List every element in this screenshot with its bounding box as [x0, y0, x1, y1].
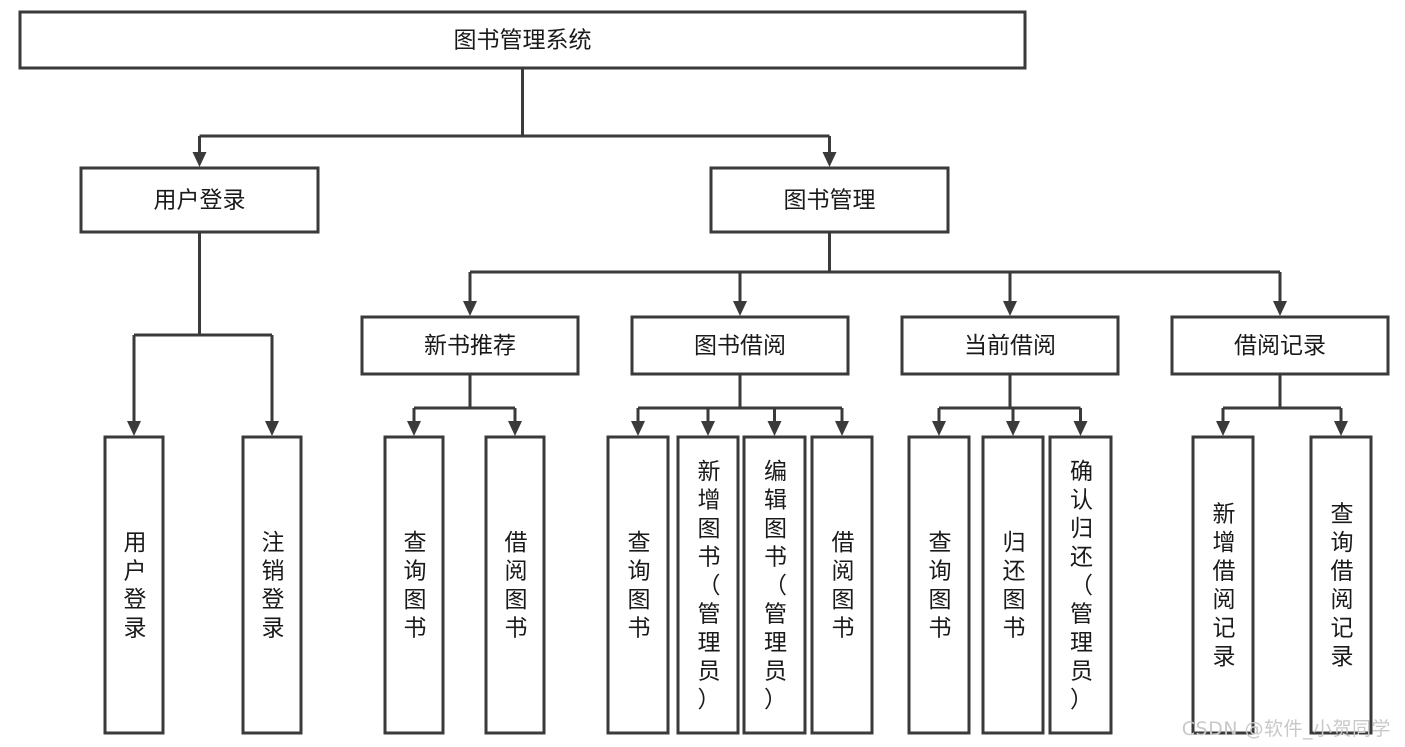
node-label: 归还图书 [1003, 530, 1026, 642]
node-current-borrow[interactable]: 当前借阅 [900, 315, 1120, 376]
arrow-head-icon [835, 421, 849, 436]
node-label: 查询借阅记录 [1331, 502, 1354, 671]
node-box [1170, 315, 1390, 376]
node-leaf-user-login[interactable]: 用户登录 [103, 435, 165, 735]
node-box [630, 315, 850, 376]
arrow-head-icon [1216, 421, 1230, 436]
node-box [810, 435, 874, 735]
node-label: 确认归还（管理员） [1070, 459, 1093, 713]
arrow-head-icon [1273, 301, 1287, 316]
node-boxes: 图书管理系统用户登录图书管理新书推荐图书借阅当前借阅借阅记录用户登录注销登录查询… [18, 10, 1390, 735]
arrow-head-icon [1006, 421, 1020, 436]
node-label: 图书管理 [784, 188, 876, 214]
node-box [709, 166, 950, 234]
node-label: 借阅图书 [832, 530, 855, 642]
node-leaf-edit-book-admin[interactable]: 编辑图书（管理员） [742, 435, 807, 735]
node-box [1191, 435, 1255, 735]
node-box [606, 435, 670, 735]
node-box [742, 435, 807, 735]
node-label: 新增图书（管理员） [698, 459, 721, 713]
arrow-head-icon [463, 301, 477, 316]
node-box [1309, 435, 1373, 735]
node-leaf-add-book-admin[interactable]: 新增图书（管理员） [676, 435, 740, 735]
arrow-head-icon [508, 421, 522, 436]
node-label: 借阅图书 [505, 530, 528, 642]
node-label: 新书推荐 [424, 333, 516, 359]
node-new-book-recommend[interactable]: 新书推荐 [360, 315, 580, 376]
node-book-management[interactable]: 图书管理 [709, 166, 950, 234]
node-label: 当前借阅 [964, 333, 1056, 359]
node-leaf-add-borrow-record[interactable]: 新增借阅记录 [1191, 435, 1255, 735]
arrow-head-icon [701, 421, 715, 436]
arrow-head-icon [192, 152, 207, 167]
arrow-head-icon [932, 421, 946, 436]
node-book-borrow[interactable]: 图书借阅 [630, 315, 850, 376]
node-box [907, 435, 971, 735]
arrow-head-icon [822, 152, 837, 167]
node-leaf-query-book-current[interactable]: 查询图书 [907, 435, 971, 735]
node-leaf-confirm-return-admin[interactable]: 确认归还（管理员） [1048, 435, 1113, 735]
arrow-head-icon [631, 421, 645, 436]
node-leaf-query-book-borrow[interactable]: 查询图书 [606, 435, 670, 735]
arrow-head-icon [265, 421, 279, 436]
node-leaf-return-book[interactable]: 归还图书 [981, 435, 1045, 735]
arrow-head-icon [733, 301, 747, 316]
node-label: 图书管理系统 [454, 28, 592, 54]
arrow-head-icon [407, 421, 421, 436]
node-leaf-logout-login[interactable]: 注销登录 [241, 435, 303, 735]
node-box [484, 435, 546, 735]
node-label: 新增借阅记录 [1213, 502, 1236, 671]
node-box [360, 315, 580, 376]
node-borrow-record[interactable]: 借阅记录 [1170, 315, 1390, 376]
node-box [981, 435, 1045, 735]
node-box [79, 166, 320, 234]
node-leaf-query-borrow-record[interactable]: 查询借阅记录 [1309, 435, 1373, 735]
arrow-head-icon [1073, 421, 1088, 436]
arrow-head-icon [1334, 421, 1348, 436]
node-leaf-borrow-book-rec[interactable]: 借阅图书 [484, 435, 546, 735]
node-box [900, 315, 1120, 376]
node-label: 图书借阅 [694, 333, 786, 359]
node-label: 查询图书 [929, 530, 952, 642]
node-leaf-borrow-book[interactable]: 借阅图书 [810, 435, 874, 735]
node-box [1048, 435, 1113, 735]
node-label: 查询图书 [404, 530, 427, 642]
node-box [18, 10, 1027, 70]
arrow-head-icon [127, 421, 141, 436]
node-root[interactable]: 图书管理系统 [18, 10, 1027, 70]
connector-lines [127, 68, 1348, 436]
node-label: 用户登录 [154, 188, 246, 214]
node-box [241, 435, 303, 735]
node-box [383, 435, 445, 735]
arrow-head-icon [1003, 301, 1017, 316]
node-label: 查询图书 [628, 530, 651, 642]
node-label: 用户登录 [124, 530, 147, 642]
node-label: 编辑图书（管理员） [764, 459, 787, 713]
node-leaf-query-book-rec[interactable]: 查询图书 [383, 435, 445, 735]
node-label: 借阅记录 [1234, 333, 1326, 359]
node-box [103, 435, 165, 735]
node-user-login[interactable]: 用户登录 [79, 166, 320, 234]
node-label: 注销登录 [262, 530, 285, 642]
node-box [676, 435, 740, 735]
arrow-head-icon [767, 421, 782, 436]
